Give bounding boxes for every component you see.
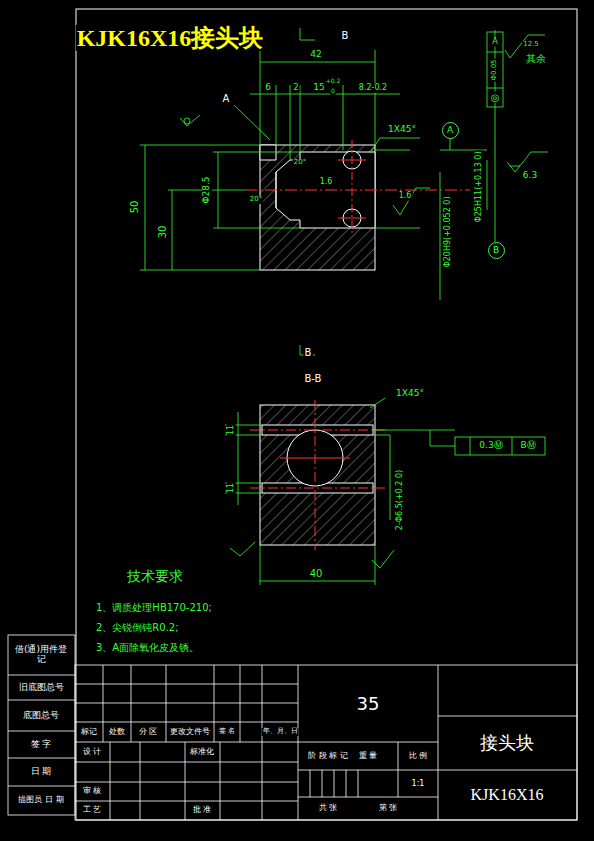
dimension-text: 8.2-0.2: [358, 84, 388, 93]
dimension-text: 11: [227, 482, 236, 494]
dimension-text: 42: [309, 50, 322, 60]
section-bb: [250, 400, 385, 550]
dimension-text: 6.3: [522, 171, 538, 181]
dimension-text: B: [304, 347, 313, 358]
dimension-text: 技术要求: [126, 569, 184, 584]
dimension-text: 1.6: [398, 192, 413, 201]
dimension-text: 1X45°: [395, 389, 425, 399]
dimension-text: 1X45°: [387, 125, 417, 135]
dimension-text: 1.6: [319, 178, 334, 187]
dimension-text: 30: [157, 225, 168, 240]
title-cell: 标记: [80, 728, 98, 737]
watermark: KJK16X16接头块: [76, 25, 265, 51]
dimension-text: Φ28.5: [202, 175, 212, 204]
dimension-text: 0: [330, 88, 336, 95]
datum-letter: B: [493, 246, 499, 255]
title-cell: 工 艺: [82, 806, 103, 815]
title-cell: 签 名: [218, 728, 236, 736]
dimension-text: 1、调质处理HB170-210;: [95, 602, 213, 613]
title-block: [8, 635, 577, 820]
title-cell: 标准化: [189, 748, 215, 757]
dimension-text: 2-Φ6.5(+0.2 0): [396, 469, 405, 531]
title-cell: 阶 段 标 记: [307, 752, 349, 761]
title-cell: 共 张: [318, 804, 339, 813]
title-cell: 描图员 日 期: [9, 796, 73, 805]
dimension-text: +0.2: [325, 78, 342, 85]
dimension-text: 40: [309, 568, 324, 579]
dimension-text: 6: [264, 83, 272, 93]
dimension-text: 20°: [249, 196, 263, 204]
dimension-text: A: [222, 93, 231, 104]
title-cell: 更改文件号: [169, 728, 211, 737]
datum-circle: A: [442, 122, 459, 139]
dimension-text: 15: [312, 83, 325, 93]
dimension-text: 0.3Ⓜ: [478, 441, 503, 451]
title-cell: 35: [356, 694, 381, 714]
datum-letter: A: [447, 126, 453, 135]
title-cell: 设 计: [82, 748, 103, 757]
title-cell: 底图总号: [22, 711, 60, 721]
dimension-text: 12.5: [522, 41, 540, 49]
dimension-text: 其余: [525, 53, 547, 64]
title-cell: 接头块: [479, 733, 535, 753]
dimension-text: A: [491, 38, 498, 47]
front-section: [245, 140, 470, 270]
title-cell: KJK16X16: [470, 786, 545, 804]
title-cell: 日 期: [30, 767, 53, 777]
dimension-text: 50: [129, 200, 140, 215]
dimension-text: 2、尖锐倒钝R0.2;: [95, 622, 180, 633]
dimension-text: 11: [227, 424, 236, 436]
dimension-text: B: [341, 30, 350, 41]
dimension-text: Φ0.05: [491, 58, 499, 81]
dimension-text: 20°: [293, 159, 307, 167]
dimension-text: 3、A面除氧化皮及锈。: [95, 642, 200, 653]
dimension-text: Φ20H9(+0.052 0): [444, 195, 453, 268]
title-cell: 1:1: [411, 780, 426, 789]
datum-circle: B: [488, 242, 505, 259]
title-cell: 比 例: [408, 752, 429, 761]
dimension-text: 2: [292, 84, 299, 93]
title-cell: 批 准: [192, 806, 213, 815]
dimension-text: Φ25H11(+0.13 0): [475, 150, 484, 223]
dimension-text: B-B: [304, 373, 323, 384]
title-cell: 年、月、日: [262, 728, 299, 736]
title-cell: 第 张: [378, 804, 399, 813]
section-dimension-lines: [225, 398, 545, 585]
dimension-lines: [140, 28, 548, 355]
title-cell: 借(通)用件登记: [12, 645, 70, 665]
title-cell: 分 区: [138, 728, 159, 737]
title-cell: 旧底图总号: [18, 683, 65, 693]
dimension-text: BⓂ: [519, 441, 536, 451]
dimension-text: ◎: [490, 92, 501, 103]
page-border: [76, 9, 577, 820]
title-cell: 重 量: [358, 752, 379, 761]
title-cell: 审 核: [82, 787, 103, 796]
title-cell: 签 字: [30, 740, 53, 750]
title-cell: 处数: [108, 728, 126, 737]
